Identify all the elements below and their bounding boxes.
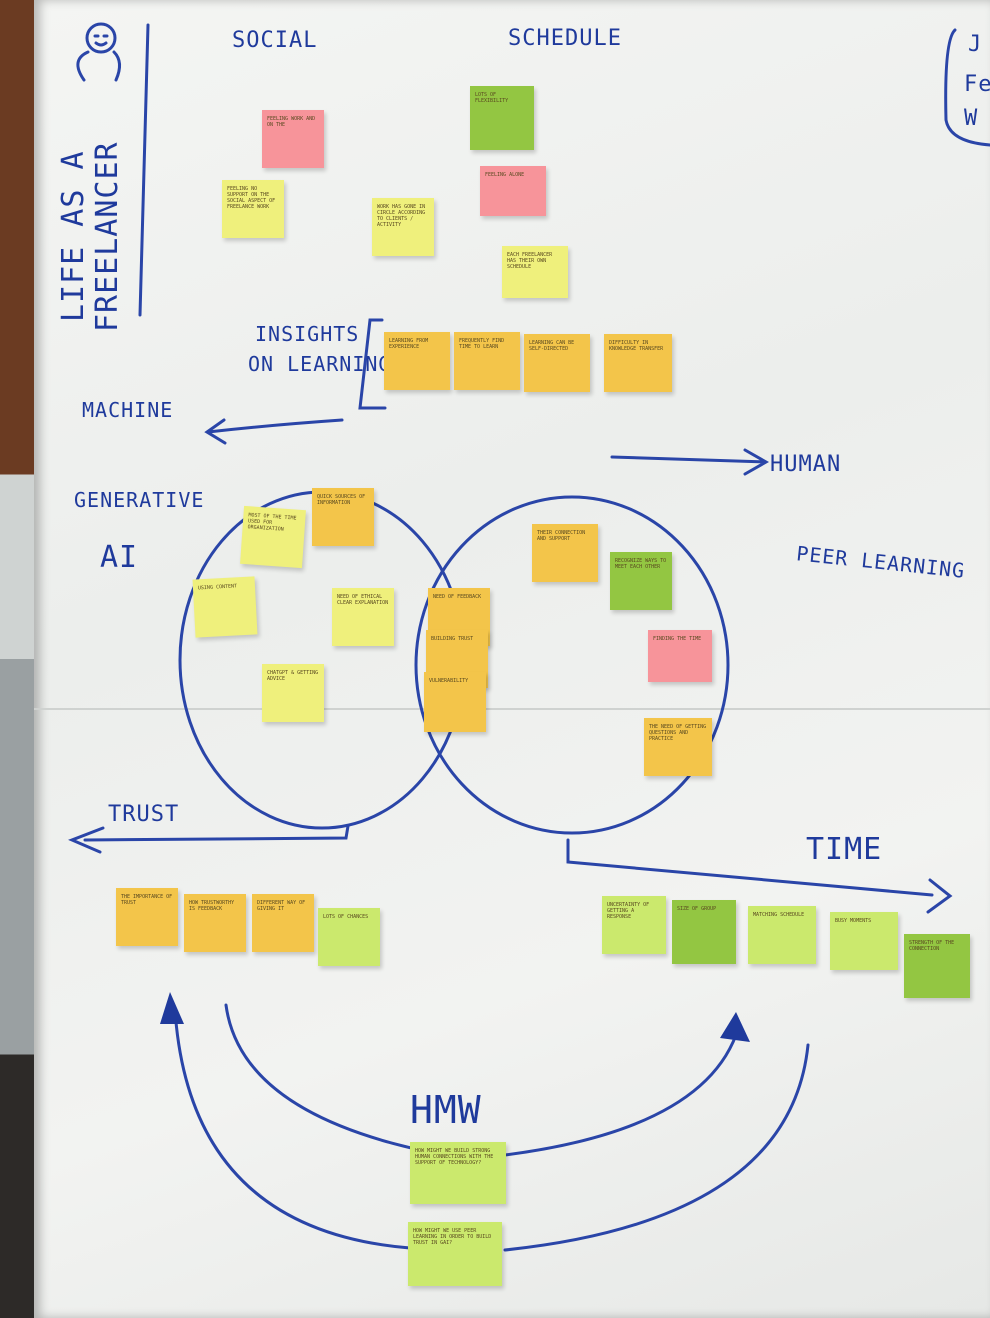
title-line2: FREELANCER [90,141,125,332]
sticky-note: Strength of the connection [904,934,970,998]
heading-insights-2: ON LEARNING [248,352,392,376]
sticky-note: Lots of chances [318,908,380,966]
title-line1: LIFE AS A [56,150,91,322]
sticky-note: Vulnerability [424,672,486,732]
sticky-note: Matching schedule [748,906,816,964]
sticky-note: How might we build strong human connecti… [410,1142,506,1204]
time-arrow [566,838,953,914]
heading-generative-1: GENERATIVE [74,488,205,512]
freelancer-face [93,34,109,47]
human-arrow [610,448,770,476]
sticky-note: Busy moments [830,912,898,970]
heading-hmw: HMW [410,1088,482,1132]
sticky-note: Work has gone in circle according to cli… [372,198,434,256]
arrowhead-right [720,1012,750,1042]
sticky-note: The need of getting questions and practi… [644,718,712,776]
freelancer-head [85,22,117,54]
trust-arrow [68,824,350,854]
sticky-note: How trustworthy is feedback [184,894,246,952]
sticky-note: Lots of Flexibility [470,86,534,150]
sticky-note: Recognize ways to meet each other [610,552,672,610]
hmw-loop-right-outer [503,1043,810,1252]
sticky-note: How might we use peer learning in order … [408,1222,502,1286]
insights-bracket [358,318,387,410]
sticky-note: ChatGPT & getting advice [262,664,324,722]
sticky-note: Uncertainty of getting a response [602,896,666,954]
sticky-note: The importance of trust [116,888,178,946]
sticky-note: Most of the time used for organization [240,505,306,569]
board-seam [34,708,990,710]
sticky-note: Feeling work and on the [262,110,324,168]
sticky-note: Learning from experience [384,332,450,390]
sticky-note: Feeling alone [480,166,546,216]
sticky-note: Learning can be self-directed [524,334,590,392]
heading-insights-1: INSIGHTS [255,322,360,346]
sticky-note: Each freelancer has their own schedule [502,246,568,298]
sticky-note: Finding the time [648,630,712,682]
sticky-note: Frequently find time to learn [454,332,520,390]
corner-text-1: J [968,32,983,57]
sticky-note: Need of ethical clear explanation [332,588,394,646]
sticky-note: Difficulty in knowledge transfer [604,334,672,392]
freelancer-body [76,50,121,82]
sticky-note: Size of group [672,900,736,964]
hmw-loop-left-inner [224,1003,422,1152]
hmw-loop-left-outer [173,1008,412,1250]
corner-text-2: Fe [964,72,990,97]
heading-generative-2: AI [100,540,139,575]
title-divider [138,23,150,317]
sticky-note: Quick sources of information [312,488,374,546]
sticky-note: Using content [192,576,258,638]
sticky-note: Different way of giving it [252,894,314,952]
sticky-note: Their connection and support [532,524,598,582]
sticky-note: Feeling no support on the social aspect … [222,180,284,238]
label-human: HUMAN [770,452,842,477]
heading-schedule: SCHEDULE [508,26,622,51]
label-time: TIME [806,832,883,867]
hmw-loop-right-inner [503,1033,738,1157]
label-trust: TRUST [108,802,180,827]
heading-social: SOCIAL [232,28,318,53]
arrowhead-left [160,992,184,1024]
corner-text-3: W [964,106,979,131]
venn-circle-right [414,495,730,835]
label-machine: MACHINE [82,398,174,422]
wall-background [0,0,40,1318]
machine-arrow [204,418,344,445]
corner-bracket [944,28,990,147]
